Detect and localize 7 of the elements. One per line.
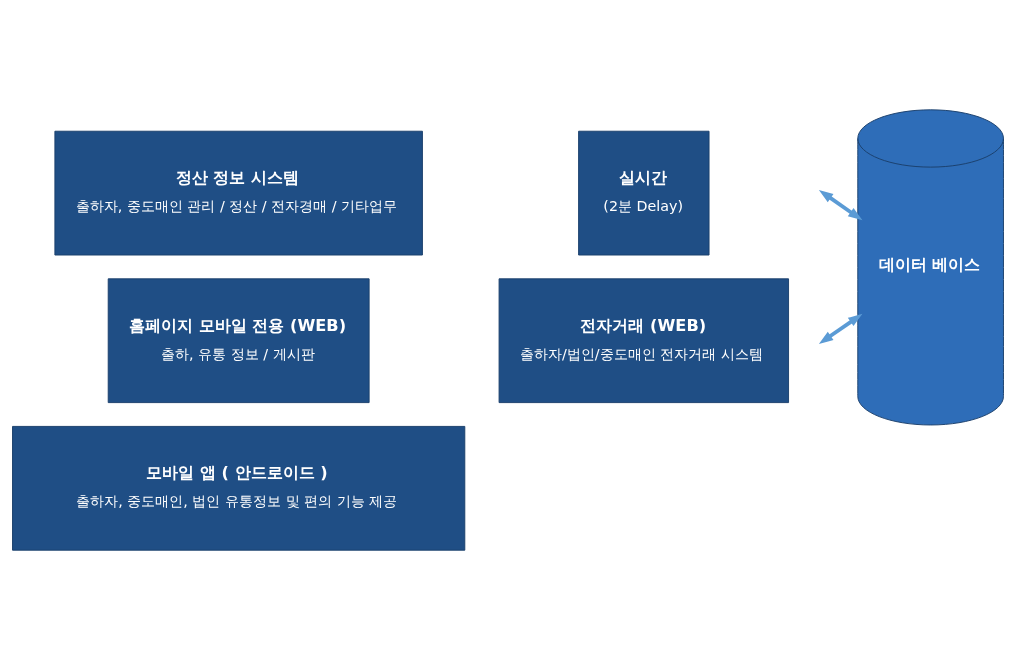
arrow: [818, 189, 863, 221]
node-box: 정산 정보 시스템 출하자, 중도매인 관리 / 정산 / 전자경매 / 기타업무: [54, 130, 423, 256]
arrow: [818, 313, 863, 344]
node-box: 전자거래 (WEB) 출하자/법인/중도매인 전자거래 시스템: [498, 278, 790, 404]
node-box: 홈페이지 모바일 전용 (WEB) 출하, 유통 정보 / 게시판: [107, 278, 370, 404]
node-box: 실시간 (2분 Delay): [578, 130, 710, 256]
node-box: 모바일 앱 ( 안드로이드 ) 출하자, 중도매인, 법인 유통정보 및 편의 기능 제공: [12, 425, 466, 551]
